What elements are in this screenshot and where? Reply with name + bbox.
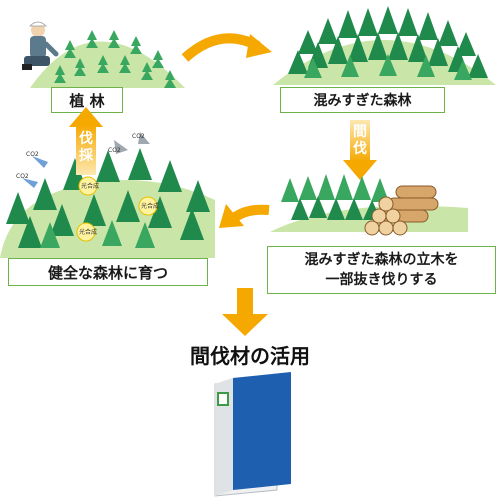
co2-arrow-icon xyxy=(22,132,150,188)
co2-label-3: CO2 xyxy=(108,147,121,154)
step-overcrowded-label: 混みすぎた森林 xyxy=(313,93,412,109)
photosynthesis-badge-2: 光合成 xyxy=(138,196,159,216)
healthy-forest-scene: CO2 CO2 CO2 CO2 光合成 光合成 光合成 xyxy=(0,132,215,258)
arrow-harvest-up xyxy=(69,107,103,175)
thin-label-2: 伐 xyxy=(353,141,367,157)
svg-text:光合成: 光合成 xyxy=(81,182,99,190)
worker-icon xyxy=(22,21,59,70)
binder-icon xyxy=(214,372,291,497)
photosynthesis-badge-3: 光合成 xyxy=(76,222,97,242)
photosynthesis-badge-1: 光合成 xyxy=(78,176,99,196)
arrow-thinning-down xyxy=(343,120,377,180)
arrow-to-output xyxy=(222,288,268,336)
step-planting-label: 植 林 xyxy=(69,91,105,110)
log-pile-icon xyxy=(364,185,439,236)
step-thinning-line2: 一部抜き伐りする xyxy=(325,272,438,288)
step-thinning-line1: 混みすぎた森林の立木を xyxy=(304,252,459,268)
co2-label-2: CO2 xyxy=(16,173,29,180)
co2-label-1: CO2 xyxy=(26,151,39,158)
co2-label-4: CO2 xyxy=(132,133,145,140)
harvest-label-2: 採 xyxy=(79,148,93,164)
arrow-thinning-to-healthy xyxy=(219,204,270,228)
overcrowded-forest xyxy=(273,6,496,85)
harvest-label-1: 伐 xyxy=(79,131,93,147)
svg-text:光合成: 光合成 xyxy=(79,228,97,236)
step-overcrowded-box: 混みすぎた森林 xyxy=(280,87,445,113)
step-thinning-box: 混みすぎた森林の立木を 一部抜き伐りする xyxy=(267,246,496,294)
co2-labels: CO2 CO2 CO2 CO2 xyxy=(16,133,145,180)
thin-label-1: 間 xyxy=(353,124,367,140)
arrow-planting-to-overcrowded xyxy=(181,33,272,62)
planting-scene xyxy=(22,21,185,88)
step-healthy-box: 健全な森林に育つ xyxy=(8,258,208,286)
step-healthy-label: 健全な森林に育つ xyxy=(47,263,168,282)
svg-text:光合成: 光合成 xyxy=(141,202,159,210)
output-title: 間伐材の活用 xyxy=(190,344,310,368)
thinning-scene xyxy=(270,174,468,236)
